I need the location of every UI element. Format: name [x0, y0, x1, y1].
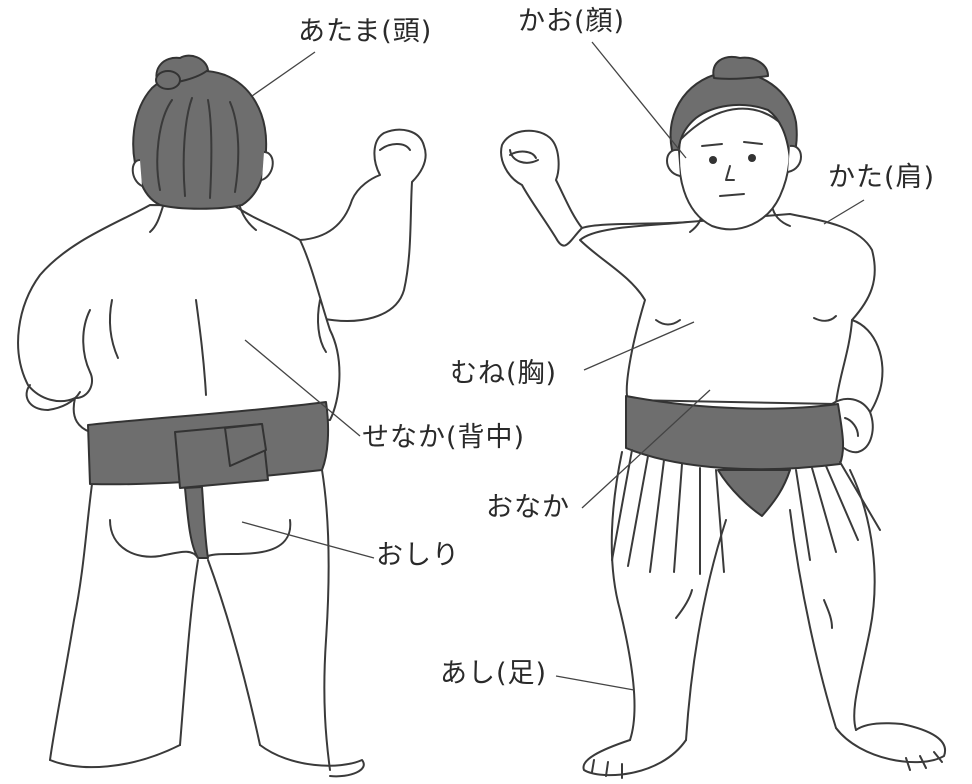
leader-senaka [244, 339, 361, 437]
label-oshiri: おしり [376, 540, 460, 571]
wrestler-back-view [17, 54, 427, 778]
label-kao: かお(顔) [518, 6, 626, 37]
label-ashi: あし(足) [440, 658, 548, 689]
label-senaka: せなか(背中) [362, 422, 526, 453]
label-mune: むね(胸) [450, 358, 558, 389]
front-torso [579, 213, 876, 405]
label-onaka: おなか [486, 492, 570, 523]
leader-mune [583, 321, 695, 371]
back-raised-arm [299, 128, 427, 322]
front-face [678, 107, 791, 231]
back-torso [17, 204, 341, 433]
leader-onaka [581, 389, 711, 509]
leader-oshiri [241, 521, 375, 559]
label-kata: かた(肩) [828, 162, 936, 193]
back-hair [132, 69, 268, 210]
leader-ashi [555, 675, 635, 691]
leader-atama [251, 51, 316, 97]
front-mawashi [625, 395, 845, 471]
front-raised-arm [500, 129, 691, 247]
leader-kao [591, 41, 687, 159]
wrestler-front-view [500, 56, 947, 779]
leader-kata [823, 199, 865, 225]
label-atama: あたま(頭) [298, 16, 433, 47]
